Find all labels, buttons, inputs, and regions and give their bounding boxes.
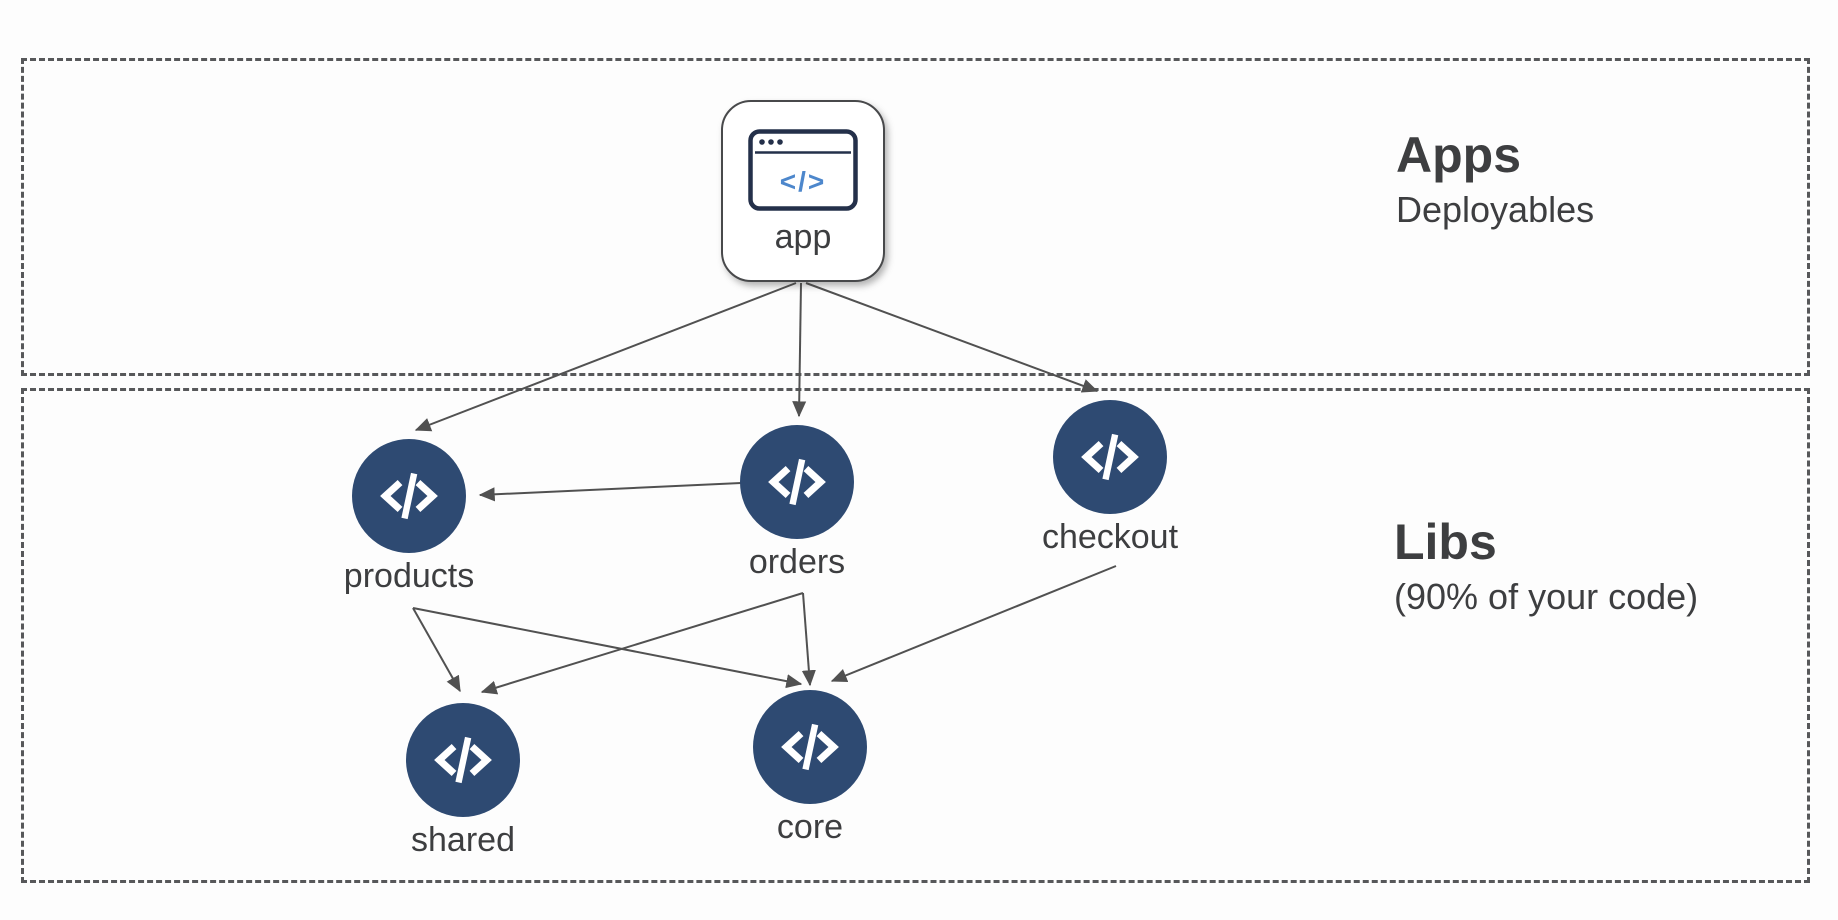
code-icon (434, 736, 492, 784)
code-icon (1081, 433, 1139, 481)
node-app-label: app (774, 218, 832, 256)
edge-orders-shared (480, 592, 804, 695)
apps-region-label: Apps Deployables (1396, 127, 1594, 233)
edge-orders-core (801, 592, 816, 687)
libs-region-box (21, 388, 1810, 883)
edge-app-products (414, 282, 797, 432)
node-shared-label: shared (411, 821, 515, 859)
code-icon (781, 723, 839, 771)
browser-code-icon: </> (748, 129, 858, 211)
edge-products-core (412, 607, 803, 689)
apps-region-title: Apps (1396, 127, 1521, 183)
node-orders-label: orders (748, 543, 846, 581)
node-app: </> app (721, 100, 885, 282)
edge-orders-products (478, 482, 742, 502)
node-orders-circle (740, 425, 854, 539)
libs-region-label: Libs (90% of your code) (1394, 514, 1698, 620)
node-checkout-label: checkout (1041, 518, 1179, 556)
edge-checkout-core (830, 565, 1117, 683)
node-shared: shared (363, 703, 563, 860)
edge-app-checkout (805, 282, 1099, 393)
node-core: core (710, 690, 910, 847)
node-checkout: checkout (1010, 400, 1210, 557)
node-products-label: products (343, 557, 475, 595)
code-icon (380, 472, 438, 520)
libs-region-title: Libs (1394, 514, 1497, 570)
node-core-label: core (776, 808, 844, 846)
node-products-circle (352, 439, 466, 553)
edge-products-shared (412, 607, 461, 693)
code-icon (768, 458, 826, 506)
node-core-circle (753, 690, 867, 804)
apps-region-box (21, 58, 1810, 376)
node-products: products (309, 439, 509, 596)
apps-region-subtitle: Deployables (1396, 189, 1595, 230)
node-shared-circle (406, 703, 520, 817)
svg-text:</>: </> (780, 166, 826, 197)
node-checkout-circle (1053, 400, 1167, 514)
edge-app-orders (792, 282, 807, 418)
libs-region-subtitle: (90% of your code) (1394, 576, 1699, 617)
node-orders: orders (697, 425, 897, 582)
